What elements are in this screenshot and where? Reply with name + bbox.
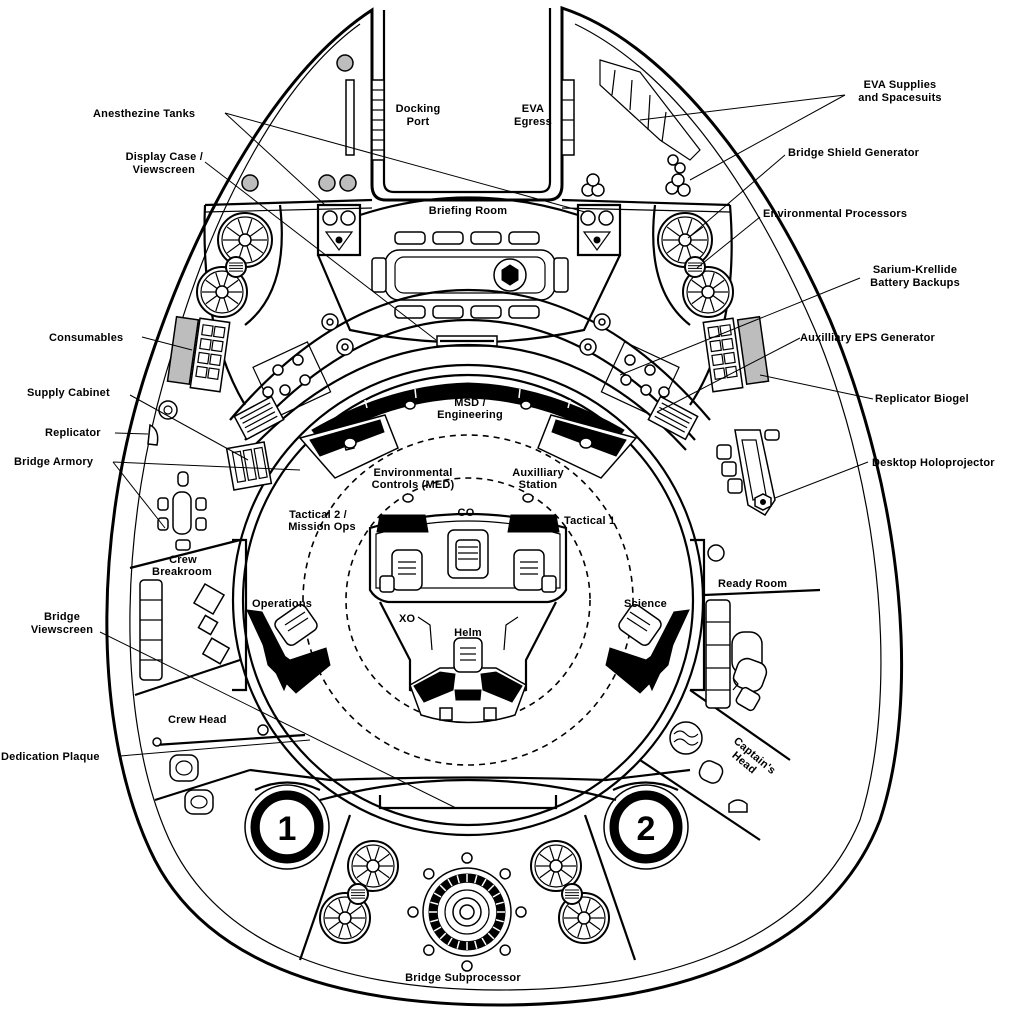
small-gear-unit bbox=[561, 883, 583, 905]
label-science: Science bbox=[624, 598, 667, 610]
desktop-holoprojector-unit bbox=[716, 429, 780, 517]
gear-unit bbox=[319, 892, 371, 944]
helm-console bbox=[379, 601, 557, 724]
crew-breakroom-furniture bbox=[139, 471, 231, 681]
gear-unit bbox=[196, 266, 248, 318]
label-helm: Helm bbox=[454, 627, 482, 639]
subprocessor-node bbox=[461, 960, 473, 972]
turbolift-1-number: 1 bbox=[278, 810, 297, 848]
label-briefing-room: Briefing Room bbox=[429, 205, 507, 217]
subprocessor-node bbox=[515, 906, 527, 918]
label-anesthezine-tanks: Anesthezine Tanks bbox=[93, 108, 195, 120]
label-consumables: Consumables bbox=[49, 332, 123, 344]
captains-head-fixtures bbox=[669, 721, 748, 813]
eps-grille-right bbox=[647, 395, 699, 441]
bridge-dashed-ring-outer bbox=[302, 434, 634, 766]
subprocessor-node bbox=[407, 906, 419, 918]
consumables-racks bbox=[166, 315, 231, 393]
replicator-unit bbox=[147, 423, 159, 446]
small-gear-unit bbox=[684, 256, 706, 278]
label-tactical-2: Tactical 2 /Mission Ops bbox=[288, 509, 356, 533]
label-xo: XO bbox=[399, 613, 416, 625]
eva-supplies-lockers bbox=[599, 59, 701, 197]
leader-lines bbox=[99, 94, 874, 809]
subprocessor-node bbox=[461, 852, 473, 864]
anesthezine-tanks-left bbox=[316, 203, 362, 257]
bridge-armory-lockers bbox=[225, 441, 273, 491]
gear-unit bbox=[682, 266, 734, 318]
label-bridge-subprocessor: Bridge Subprocessor bbox=[405, 972, 521, 984]
label-desktop-holoprojector: Desktop Holoprojector bbox=[872, 457, 995, 469]
label-ready-room: Ready Room bbox=[718, 578, 787, 590]
subprocessor-node bbox=[423, 944, 435, 956]
subprocessor-node bbox=[499, 868, 511, 880]
crew-head-fixtures bbox=[152, 724, 269, 815]
label-supply-cabinet: Supply Cabinet bbox=[27, 387, 110, 399]
gear-unit bbox=[657, 212, 713, 268]
gear-unit bbox=[558, 892, 610, 944]
science-console bbox=[605, 603, 690, 694]
turbolift-2-number: 2 bbox=[637, 810, 656, 848]
display-case-gray-2 bbox=[318, 174, 336, 192]
gear-equipment bbox=[196, 212, 734, 944]
label-display-case: Display Case /Viewscreen bbox=[126, 151, 203, 176]
bridge-subprocessor-core bbox=[407, 852, 527, 972]
gear-unit bbox=[530, 840, 582, 892]
briefing-table bbox=[371, 231, 569, 319]
label-bridge-armory: Bridge Armory bbox=[14, 456, 94, 468]
label-msd-engineering: MSD /Engineering bbox=[437, 397, 503, 421]
eva-spacesuits bbox=[581, 173, 605, 197]
subprocessor-node bbox=[499, 944, 511, 956]
msd-engineering-console bbox=[298, 382, 638, 479]
inner-hull-line bbox=[129, 23, 882, 991]
ready-room-furniture bbox=[705, 599, 768, 712]
gear-unit bbox=[347, 840, 399, 892]
ready-room-plant bbox=[707, 544, 725, 562]
display-case-gray-1 bbox=[241, 174, 259, 192]
label-environmental-processors: Environmental Processors bbox=[763, 208, 907, 220]
label-crew-head: Crew Head bbox=[168, 714, 227, 726]
eps-grille-left bbox=[233, 395, 285, 441]
label-bridge-shield-generator: Bridge Shield Generator bbox=[788, 147, 920, 159]
label-dedication-plaque: Dedication Plaque bbox=[1, 751, 100, 763]
battery-backups-left bbox=[252, 313, 354, 418]
command-platform bbox=[368, 493, 568, 604]
turbolift-1 bbox=[244, 781, 330, 870]
small-gear-unit bbox=[347, 883, 369, 905]
label-auxiliary-eps: Auxilliary EPS Generator bbox=[800, 332, 936, 344]
eva-egress-door bbox=[561, 79, 575, 156]
battery-backups-right bbox=[579, 313, 680, 418]
gear-unit bbox=[217, 212, 273, 268]
turbolift-2 bbox=[603, 781, 689, 870]
label-replicator-biogel: Replicator Biogel bbox=[875, 393, 969, 405]
label-replicator: Replicator bbox=[45, 427, 101, 439]
small-gear-unit bbox=[225, 256, 247, 278]
label-tactical-1: Tactical 1 bbox=[564, 515, 615, 527]
replicator-biogel-racks bbox=[702, 315, 770, 393]
docking-port bbox=[336, 54, 385, 161]
supply-cabinet-unit bbox=[158, 400, 178, 420]
display-case-gray-3 bbox=[339, 174, 357, 192]
subprocessor-node bbox=[423, 868, 435, 880]
operations-console bbox=[246, 603, 331, 694]
label-co: CO bbox=[458, 507, 475, 519]
label-operations: Operations bbox=[252, 598, 312, 610]
